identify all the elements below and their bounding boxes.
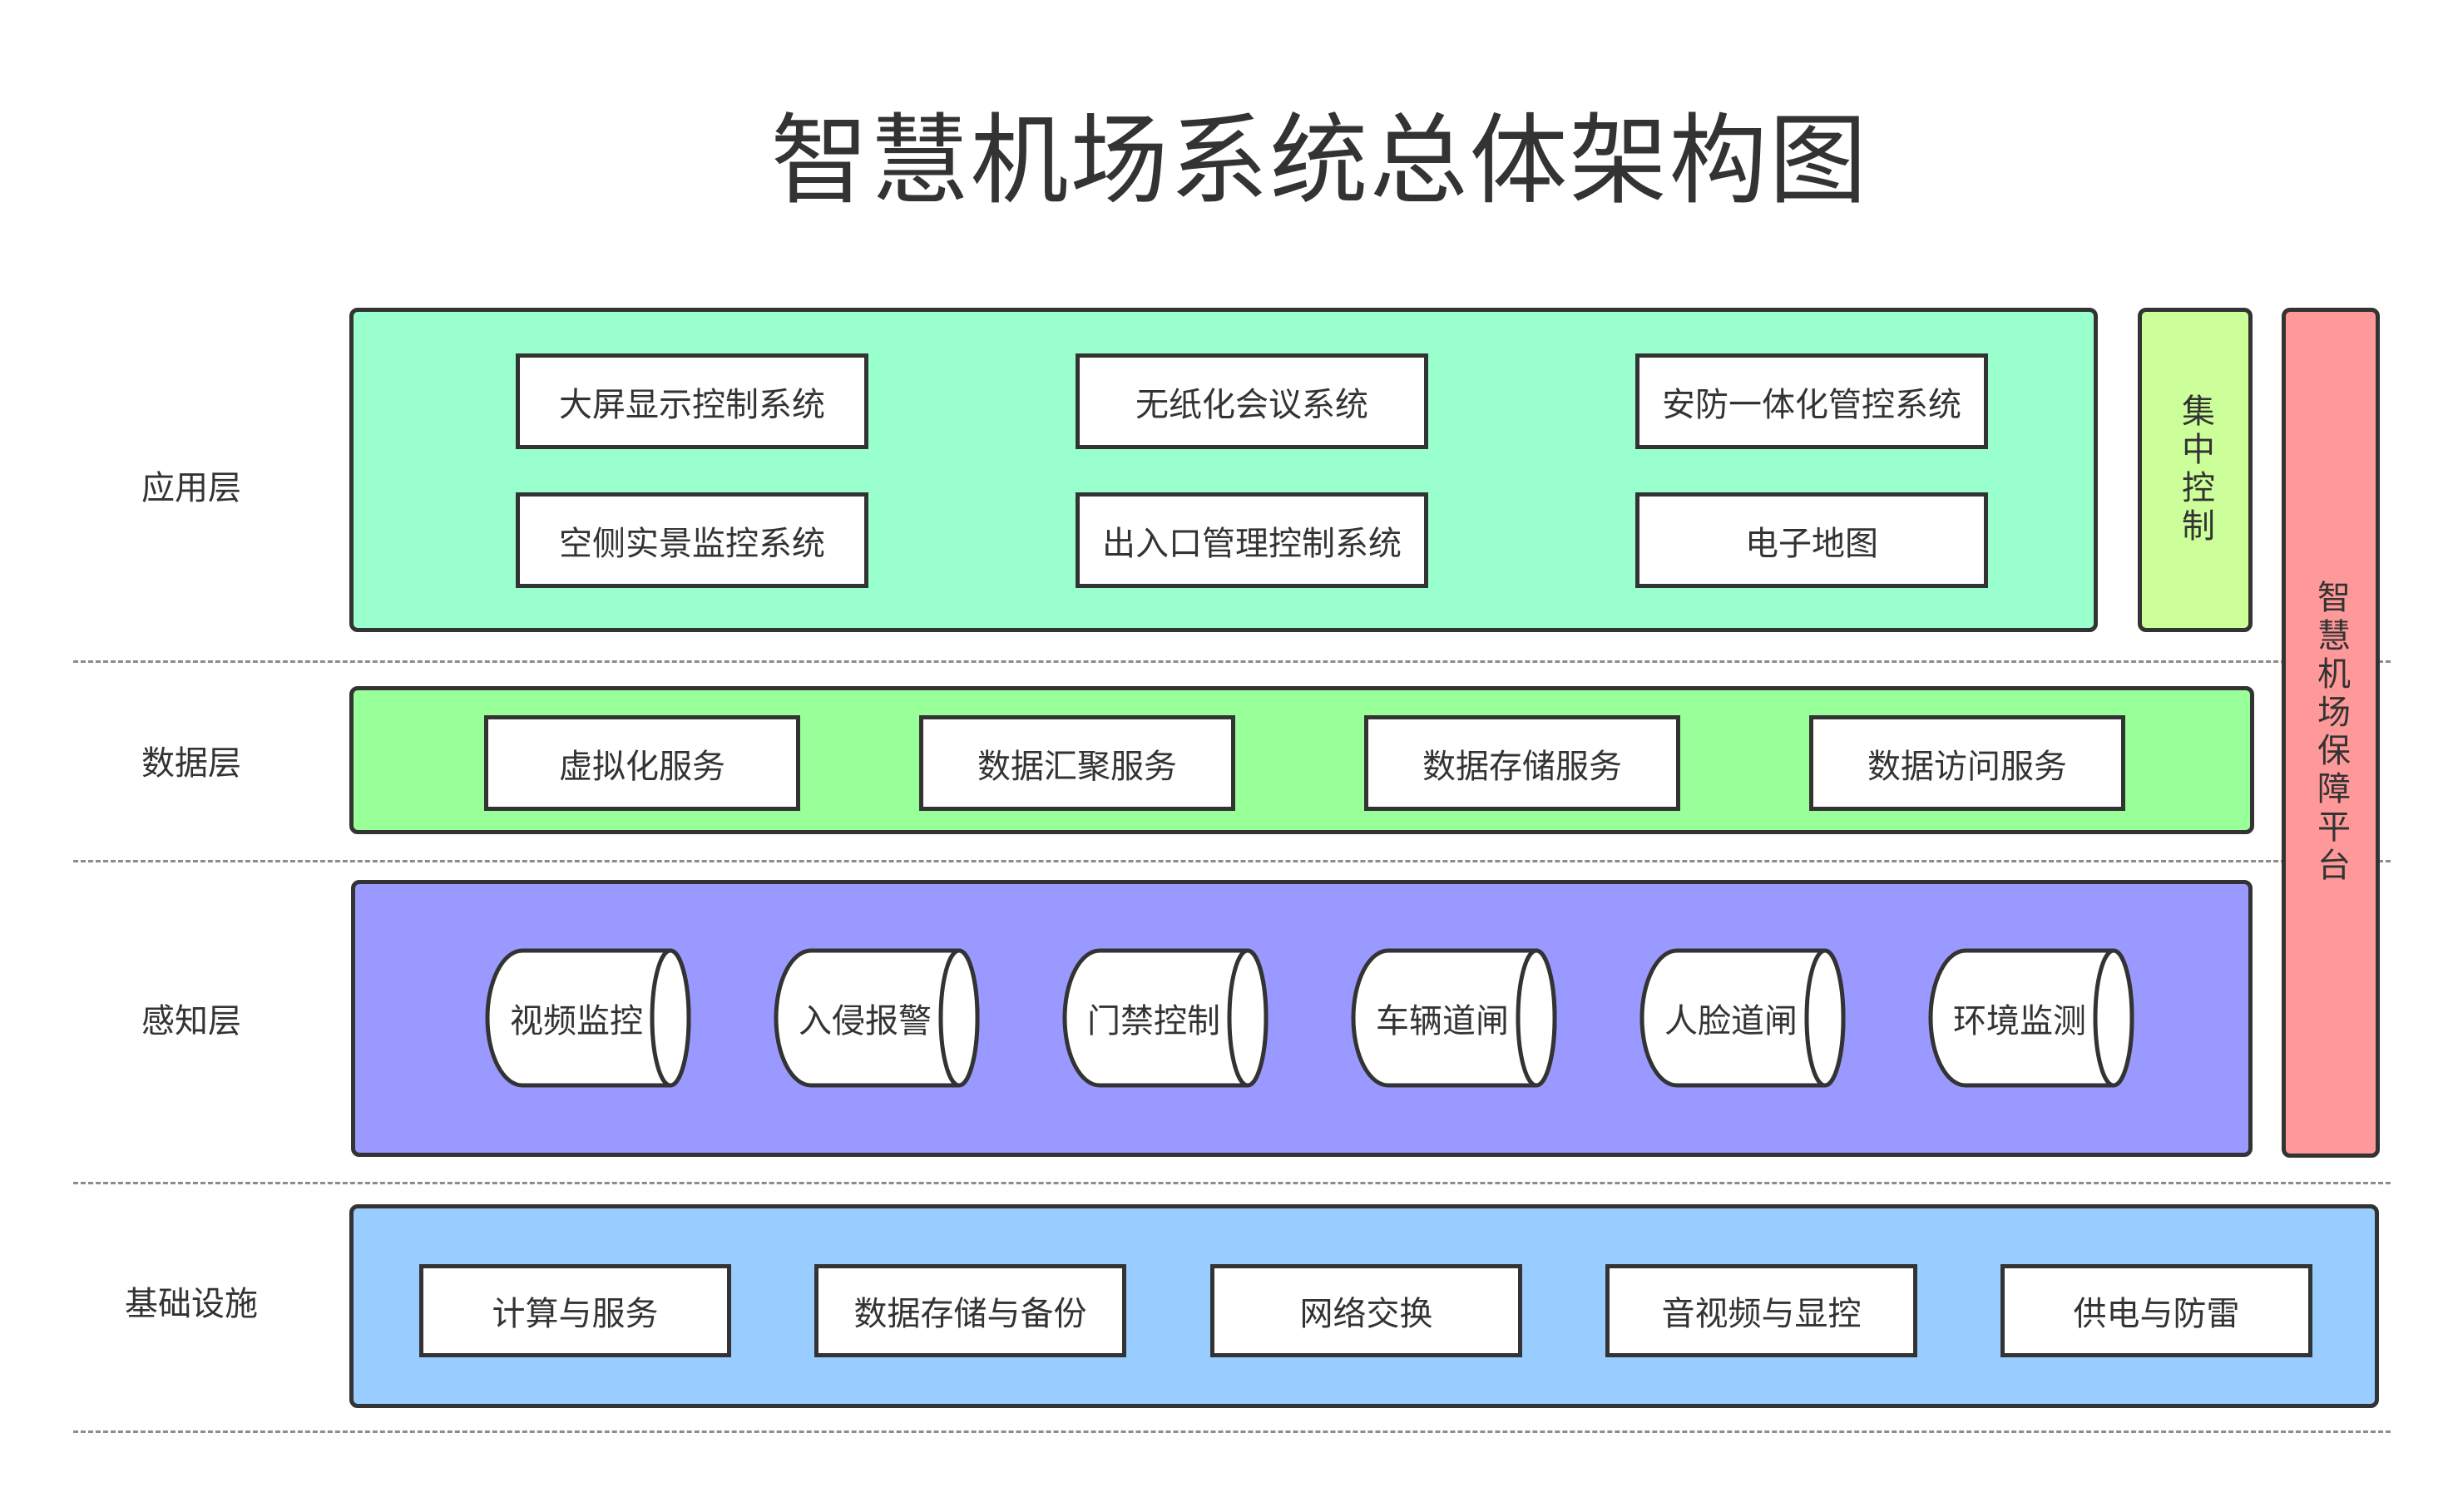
app-item: 无纸化会议系统 [1076,353,1428,449]
app-item: 安防一体化管控系统 [1635,353,1988,449]
sensor-label: 门禁控制 [1087,1002,1220,1040]
sensor-cylinder: 门禁控制 [1061,947,1269,1089]
separator-line [73,1430,2391,1433]
perception-layer-label: 感知层 [141,1002,241,1040]
separator-line [73,660,2391,663]
sensor-label: 人脸道闸 [1664,1002,1798,1040]
app-layer-label: 应用层 [141,469,241,507]
infra-item: 网络交换 [1210,1264,1522,1357]
sensor-cylinder: 环境监测 [1927,947,2135,1089]
data-layer-panel: 虚拟化服务 数据汇聚服务 数据存储服务 数据访问服务 [349,686,2254,834]
data-item: 数据访问服务 [1809,715,2125,811]
app-item: 空侧实景监控系统 [516,492,868,588]
app-item: 电子地图 [1635,492,1988,588]
sensor-cylinder: 车辆道闸 [1350,947,1558,1089]
sensor-label: 入侵报警 [799,1002,932,1040]
sensor-cylinder: 视频监控 [484,947,692,1089]
app-layer-panel: 大屏显示控制系统 无纸化会议系统 安防一体化管控系统 空侧实景监控系统 出入口管… [349,308,2098,632]
sensor-cylinder: 入侵报警 [773,947,981,1089]
data-item: 数据汇聚服务 [919,715,1235,811]
infra-item: 音视频与显控 [1605,1264,1917,1357]
central-control-panel: 集中控制 [2138,308,2253,632]
infra-layer-label: 基础设施 [125,1285,258,1323]
app-item: 大屏显示控制系统 [516,353,868,449]
data-item: 虚拟化服务 [484,715,800,811]
guarantee-platform-label: 智慧机场保障平台 [2312,580,2350,886]
sensor-label: 车辆道闸 [1376,1002,1509,1040]
sensor-label: 环境监测 [1953,1002,2086,1040]
central-control-label: 集中控制 [2176,393,2214,546]
infra-item: 供电与防雷 [2000,1264,2312,1357]
guarantee-platform-panel: 智慧机场保障平台 [2282,308,2380,1158]
data-item: 数据存储服务 [1364,715,1680,811]
separator-line [73,860,2391,862]
diagram-title: 智慧机场系统总体架构图 [770,103,1869,218]
separator-line [73,1182,2391,1184]
app-item: 出入口管理控制系统 [1076,492,1428,588]
sensor-label: 视频监控 [510,1002,643,1040]
data-layer-label: 数据层 [141,744,241,783]
perception-layer-panel: 视频监控 入侵报警 门禁控制 车辆道闸 人脸道闸 环境监测 [351,880,2253,1157]
infra-layer-panel: 计算与服务 数据存储与备份 网络交换 音视频与显控 供电与防雷 [349,1204,2379,1408]
infra-item: 计算与服务 [419,1264,731,1357]
infra-item: 数据存储与备份 [814,1264,1126,1357]
sensor-cylinder: 人脸道闸 [1639,947,1847,1089]
